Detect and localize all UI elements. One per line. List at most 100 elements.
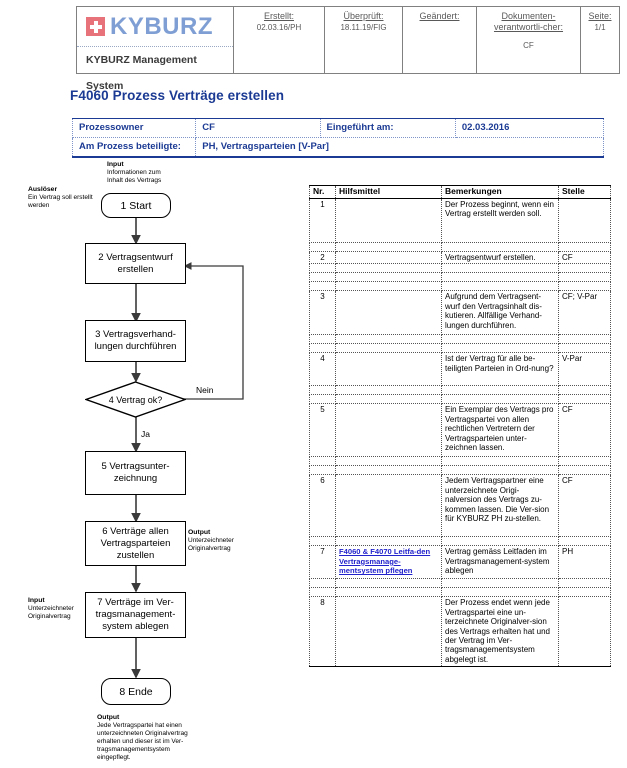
brand-name: KYBURZ — [110, 12, 213, 40]
spacer-cell — [309, 456, 336, 467]
note-output-6-body: Unterzeichneter Originalvertrag — [188, 537, 234, 552]
spacer-cell — [441, 536, 559, 547]
flow-node-4-vertrag-ok-decision[interactable]: 4 Vertrag ok? — [85, 381, 186, 418]
flow-node-1-start[interactable]: 1 Start — [101, 193, 171, 218]
spacer-cell — [309, 536, 336, 547]
spacer-cell — [558, 343, 611, 354]
spacer-cell — [309, 578, 336, 589]
logo-cell: KYBURZ KYBURZ Management System — [77, 7, 234, 92]
flow-connectors — [131, 217, 244, 679]
col-header-nr: Nr. — [309, 185, 336, 199]
spacer-cell — [335, 536, 442, 547]
flow-node-4-label: 4 Vertrag ok? — [108, 394, 163, 405]
table-row: 2 Vertragsentwurf erstellen. CF — [309, 250, 611, 265]
table-row-spacer — [309, 578, 611, 589]
spacer-cell — [558, 272, 611, 283]
seite-value: 1/1 — [594, 23, 606, 32]
note-input-top: Input Informationen zum Inhalt des Vertr… — [107, 161, 175, 185]
table-row: 6 Jedem Vertragspartner eine unterzeichn… — [309, 474, 611, 538]
spacer-cell — [335, 385, 442, 396]
header-cell-seite: Seite: 1/1 — [581, 7, 619, 73]
spacer-cell — [558, 242, 611, 252]
flow-node-7-vertraege-ablegen[interactable]: 7 Verträge im Ver-tragsmanagement-system… — [85, 592, 186, 638]
flow-node-6-vertraege-zustellen[interactable]: 6 Verträge allen Vertragsparteien zustel… — [85, 521, 186, 566]
table-row: 3 Aufgrund dem Vertragsent-wurf den Vert… — [309, 290, 611, 336]
spacer-cell — [441, 263, 559, 274]
spacer-cell — [441, 281, 559, 292]
spacer-cell — [558, 465, 611, 476]
flow-node-5-vertragsunterzeichnung[interactable]: 5 Vertragsunter-zeichnung — [85, 451, 186, 495]
row-2-nr: 2 — [309, 250, 336, 265]
spacer-cell — [441, 456, 559, 467]
table-row-spacer — [309, 343, 611, 354]
row-5-hilfsmittel — [335, 403, 442, 458]
row-4-stelle: V-Par — [558, 352, 611, 387]
spacer-cell — [309, 334, 336, 345]
spacer-cell — [558, 578, 611, 589]
note-output-end-title: Output — [97, 714, 120, 721]
note-input-top-body: Informationen zum Inhalt des Vertrags — [107, 169, 162, 184]
table-row-spacer — [309, 281, 611, 292]
spacer-cell — [558, 536, 611, 547]
spacer-cell — [558, 263, 611, 274]
note-ausloeser: Auslöser Ein Vertrag soll erstellt werde… — [28, 186, 100, 210]
flow-node-8-ende[interactable]: 8 Ende — [101, 678, 171, 705]
document-header-table: KYBURZ KYBURZ Management System Erstellt… — [76, 6, 620, 92]
table-row-spacer — [309, 394, 611, 405]
row-2-bemerkungen: Vertragsentwurf erstellen. — [441, 250, 559, 265]
note-input-7-body: Unterzeichneter Originalvertrag — [28, 605, 74, 620]
table-row: 5 Ein Exemplar des Vertrags pro Vertrags… — [309, 403, 611, 458]
row-3-bemerkungen: Aufgrund dem Vertragsent-wurf den Vertra… — [441, 290, 559, 336]
note-output-6: Output Unterzeichneter Originalvertrag — [188, 529, 260, 553]
ueberprueft-value: 18.11.19/FIG — [340, 23, 387, 32]
spacer-cell — [441, 465, 559, 476]
spacer-cell — [309, 281, 336, 292]
spacer-cell — [335, 456, 442, 467]
header-cell-dokumentenverantwortlicher: Dokumenten-verantwortli-cher: CF — [477, 7, 581, 73]
row-6-bemerkungen: Jedem Vertragspartner eine unterzeichnet… — [441, 474, 559, 538]
row-8-bemerkungen: Der Prozess endet wenn jede Vertragspart… — [441, 596, 559, 668]
ueberprueft-label: Überprüft: — [343, 11, 384, 21]
row-3-nr: 3 — [309, 290, 336, 336]
note-ausloeser-title: Auslöser — [28, 186, 58, 193]
row-1-nr: 1 — [309, 198, 336, 243]
flow-node-2-vertragsentwurf-erstellen[interactable]: 2 Vertragsentwurf erstellen — [85, 243, 186, 284]
steps-table-header-row: Nr. Hilfsmittel Bemerkungen Stelle — [309, 185, 611, 199]
spacer-cell — [309, 394, 336, 405]
spacer-cell — [441, 394, 559, 405]
spacer-cell — [335, 587, 442, 598]
meta-row-beteiligte: Am Prozess beteiligte: PH, Vertragsparte… — [71, 137, 604, 158]
spacer-cell — [309, 587, 336, 598]
table-row: 1 Der Prozess beginnt, wenn ein Vertrag … — [309, 198, 611, 243]
process-flowchart: Auslöser Ein Vertrag soll erstellt werde… — [0, 0, 305, 768]
spacer-cell — [335, 394, 442, 405]
row-3-stelle: CF; V-Par — [558, 290, 611, 336]
row-1-hilfsmittel — [335, 198, 442, 243]
spacer-cell — [558, 456, 611, 467]
spacer-cell — [558, 385, 611, 396]
col-header-bemerkungen: Bemerkungen — [441, 185, 559, 199]
note-input-7-title: Input — [28, 597, 45, 604]
table-row-spacer — [309, 536, 611, 547]
col-header-hilfsmittel: Hilfsmittel — [335, 185, 442, 199]
flow-node-3-vertragsverhandlungen[interactable]: 3 Vertragsverhand-lungen durchführen — [85, 320, 186, 362]
table-row-spacer — [309, 587, 611, 598]
spacer-cell — [309, 242, 336, 252]
spacer-cell — [309, 263, 336, 274]
row-8-stelle — [558, 596, 611, 668]
row-8-nr: 8 — [309, 596, 336, 668]
spacer-cell — [309, 343, 336, 354]
row-3-hilfsmittel — [335, 290, 442, 336]
row-1-stelle — [558, 198, 611, 243]
spacer-cell — [441, 343, 559, 354]
row-7-stelle: PH — [558, 545, 611, 580]
header-cell-ueberprueft: Überprüft: 18.11.19/FIG — [325, 7, 403, 73]
row-7-hilfsmittel-link[interactable]: F4060 & F4070 Leitfa-den Vertragsmanage-… — [339, 547, 431, 576]
table-row-spacer — [309, 385, 611, 396]
spacer-cell — [441, 385, 559, 396]
process-meta-table: Prozessowner CF Eingeführt am: 02.03.201… — [71, 118, 605, 158]
note-input-7: Input Unterzeichneter Originalvertrag — [28, 597, 94, 621]
dokumentenverantwortlicher-value: CF — [523, 41, 534, 50]
spacer-cell — [335, 272, 442, 283]
table-row: 8 Der Prozess endet wenn jede Vertragspa… — [309, 596, 611, 668]
